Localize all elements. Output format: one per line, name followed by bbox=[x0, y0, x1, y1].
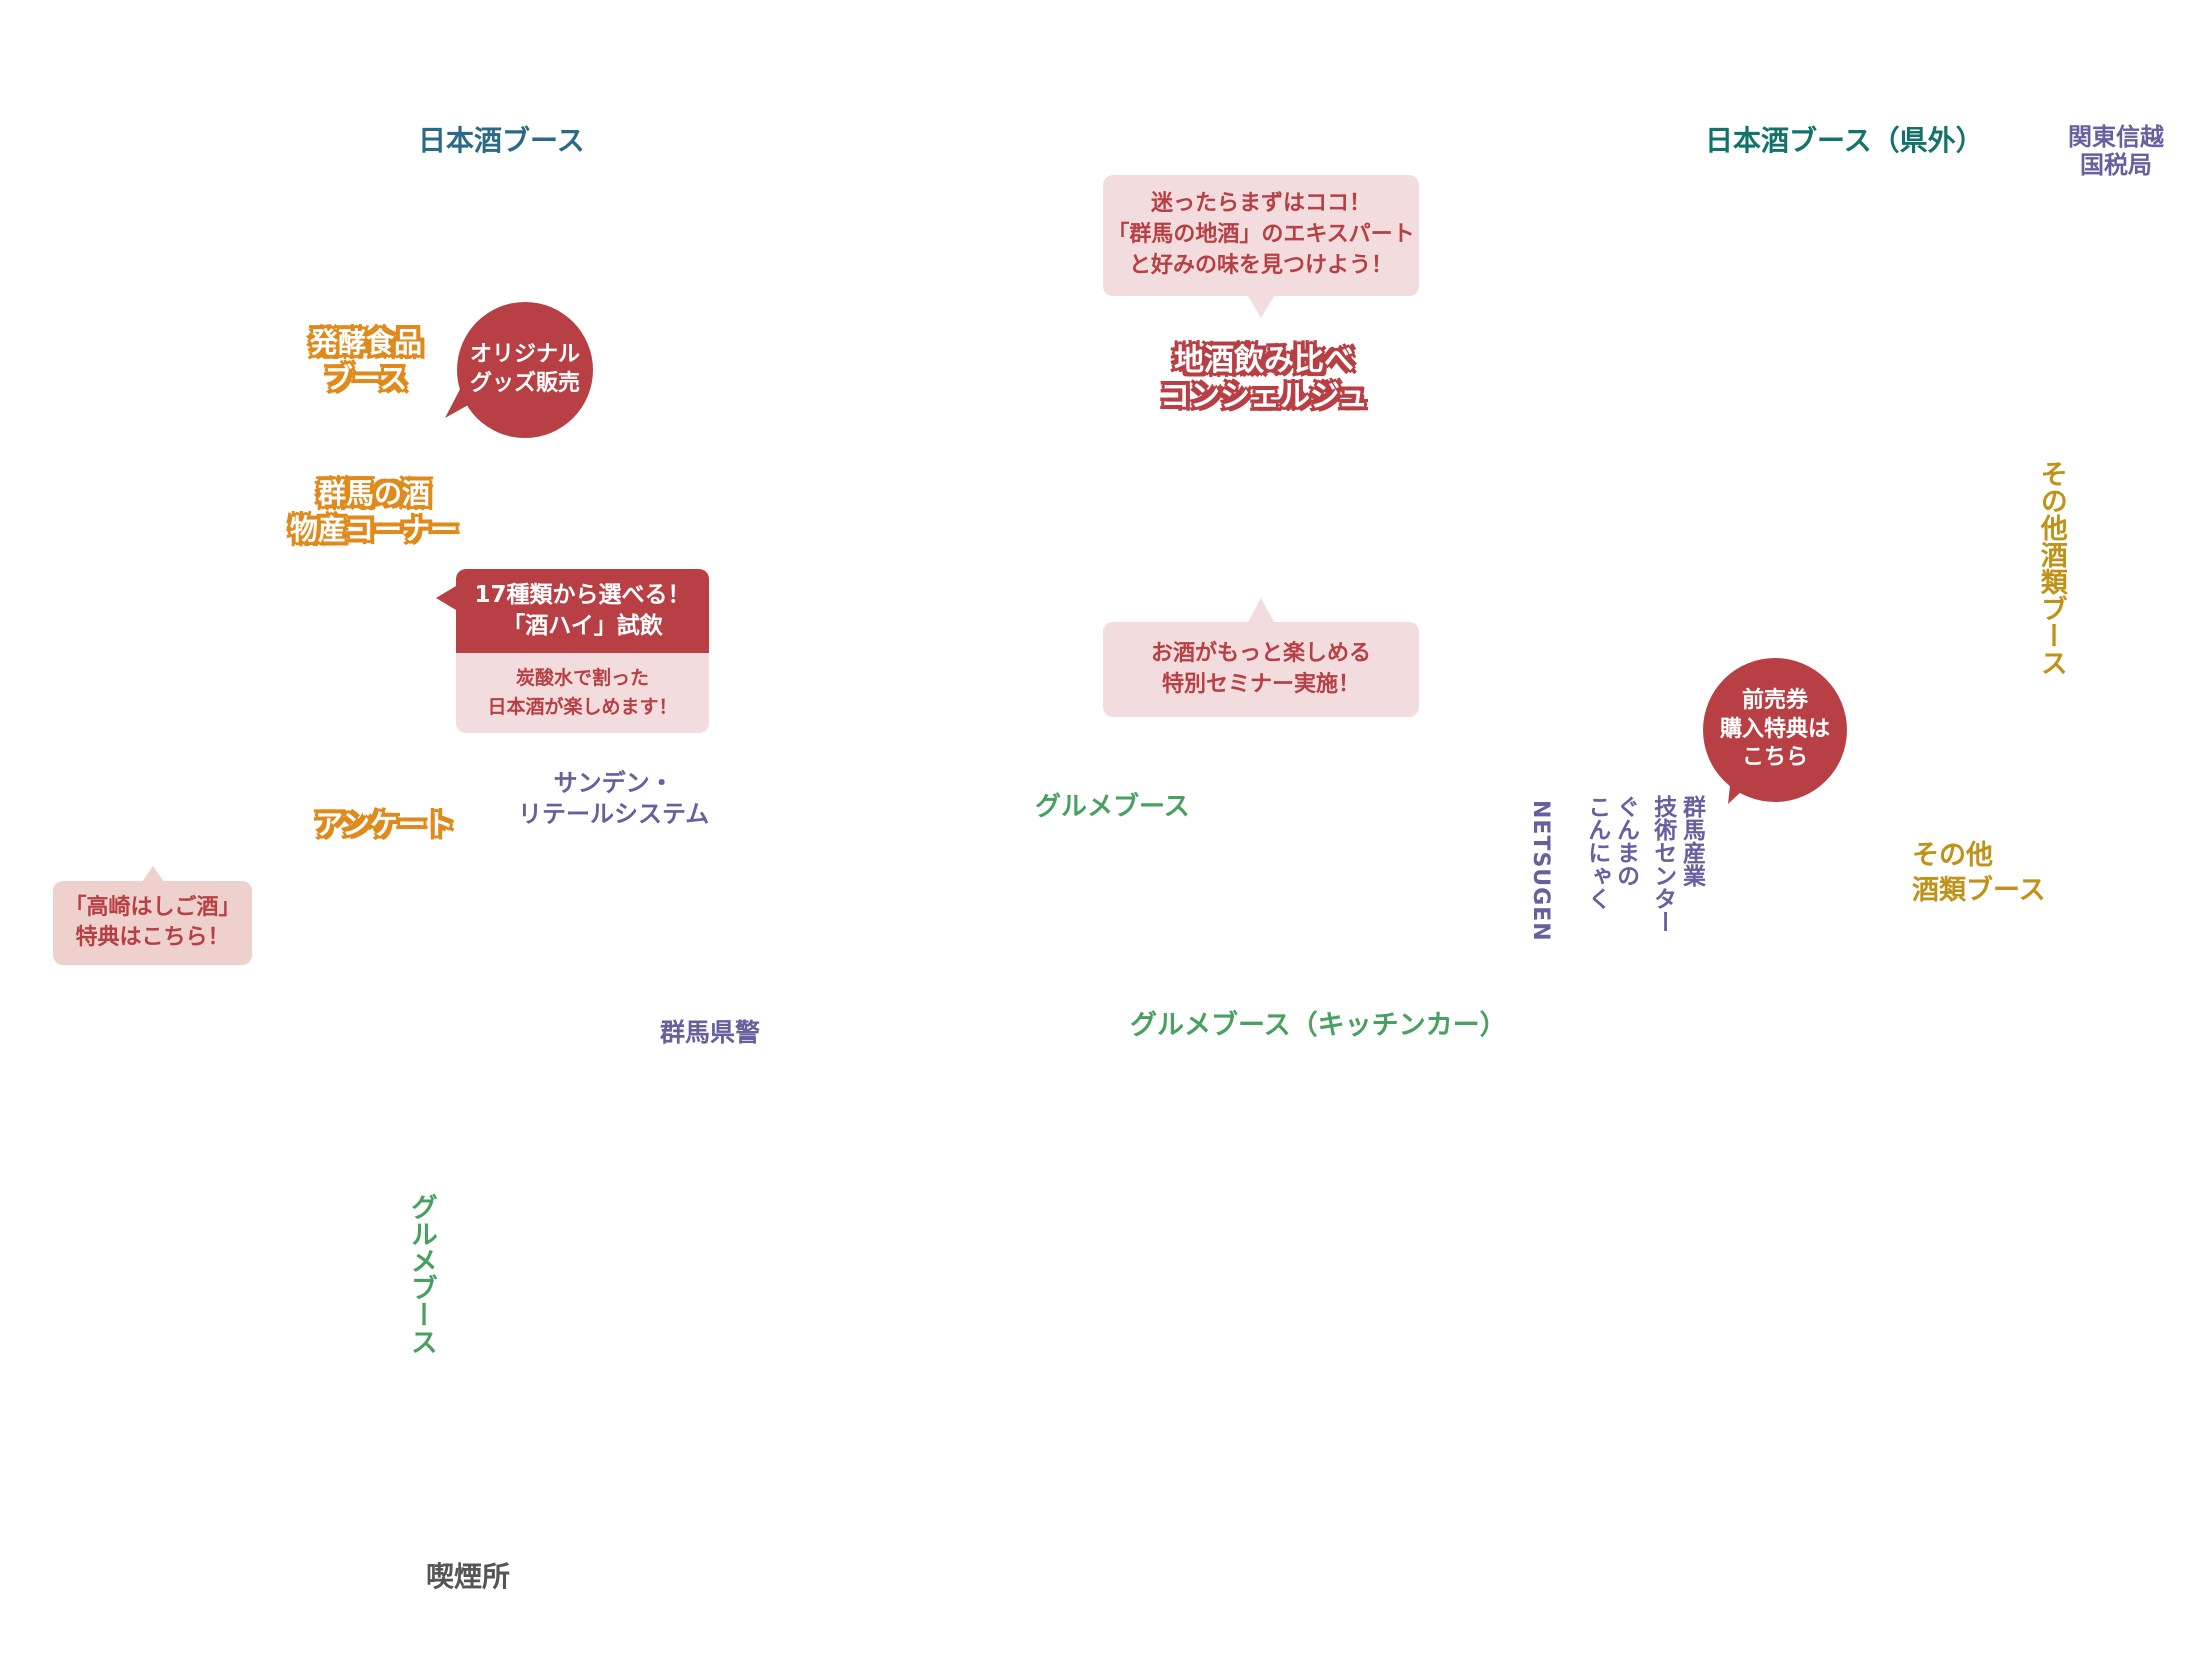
other-liquor-booth-vertical-label: その他酒類ブース bbox=[2035, 460, 2067, 676]
gourmet-booth-center-label: グルメブース bbox=[1035, 792, 1190, 822]
sakehai-desc-line-1: 炭酸水で割った bbox=[515, 666, 649, 689]
gunma-products-line-2: 物産コーナー bbox=[290, 513, 459, 547]
hashigo-bonus-callout: 「高崎はしご酒」 特典はこちら！ bbox=[53, 881, 252, 965]
gunma-products-line-1: 群馬の酒 bbox=[318, 477, 431, 510]
sake-booth-label: 日本酒ブース bbox=[418, 124, 585, 157]
tax-bureau-label: 関東信越 国税局 bbox=[2068, 123, 2164, 179]
gourmet-kitchen-car-label: グルメブース（キッチンカー） bbox=[1130, 1010, 1507, 1041]
sakehai-title-line-1: 17種類から選べる！ bbox=[474, 581, 691, 608]
seminar-line-1: お酒がもっと楽しめる bbox=[1150, 640, 1371, 666]
gunma-police-label: 群馬県警 bbox=[660, 1018, 761, 1047]
concierge-tip-tail bbox=[1248, 296, 1274, 318]
tech-center-line-2: 技術センター bbox=[1649, 795, 1676, 933]
sanden-line-2: リテールシステム bbox=[518, 800, 710, 829]
smoking-area-label: 喫煙所 bbox=[426, 1560, 511, 1593]
sakehai-title-line-2: 「酒ハイ」試飲 bbox=[502, 613, 663, 639]
gunma-konnyaku-label: ぐんまの こんにゃく bbox=[1582, 795, 1640, 910]
hashigo-bonus-line-1: 「高崎はしご酒」 bbox=[64, 895, 241, 921]
concierge-line-1: 地酒飲み比べ bbox=[1173, 343, 1354, 378]
sakehai-callout: 17種類から選べる！ 「酒ハイ」試飲 炭酸水で割った 日本酒が楽しめます！ bbox=[456, 569, 709, 733]
presale-bonus-line-1: 前売券 bbox=[1741, 688, 1808, 714]
original-goods-line-2: グッズ販売 bbox=[469, 371, 580, 396]
gunma-products-corner-label[interactable]: 群馬の酒 物産コーナー bbox=[290, 476, 458, 549]
fermented-food-line-2: ブース bbox=[324, 362, 408, 396]
sanden-line-1: サンデン・ bbox=[553, 769, 674, 797]
konnyaku-line-1: ぐんまの bbox=[1612, 795, 1639, 887]
hashigo-bonus-tail bbox=[142, 866, 164, 882]
concierge-tip-line-2: 「群馬の地酒」のエキスパート bbox=[1107, 222, 1415, 248]
konnyaku-line-2: こんにゃく bbox=[1583, 795, 1610, 910]
tech-center-line-1: 群馬産業 bbox=[1678, 795, 1705, 887]
tax-bureau-line-1: 関東信越 bbox=[2068, 123, 2164, 151]
fermented-food-line-1: 発酵食品 bbox=[310, 326, 423, 359]
other-liquor-line-1: その他 bbox=[1912, 840, 1993, 871]
presale-bonus-line-3: こちら bbox=[1741, 745, 1808, 771]
sakehai-desc-line-2: 日本酒が楽しめます！ bbox=[487, 696, 678, 718]
fermented-food-booth-label[interactable]: 発酵食品 ブース bbox=[310, 325, 422, 398]
seminar-line-2: 特別セミナー実施！ bbox=[1161, 671, 1360, 697]
original-goods-bubble: オリジナル グッズ販売 bbox=[457, 302, 593, 438]
sakehai-description: 炭酸水で割った 日本酒が楽しめます！ bbox=[456, 653, 709, 733]
seminar-tail bbox=[1248, 598, 1274, 622]
concierge-tip-line-1: 迷ったらまずはココ！ bbox=[1150, 191, 1371, 217]
survey-label[interactable]: アンケート bbox=[315, 808, 454, 841]
sake-booth-outside-label: 日本酒ブース（県外） bbox=[1705, 124, 1984, 157]
sakehai-title: 17種類から選べる！ 「酒ハイ」試飲 bbox=[456, 569, 709, 653]
tax-bureau-line-2: 国税局 bbox=[2080, 150, 2152, 179]
hashigo-bonus-line-2: 特典はこちら！ bbox=[75, 925, 230, 950]
concierge-line-2: コンシェルジュ bbox=[1160, 379, 1368, 414]
concierge-label[interactable]: 地酒飲み比べ コンシェルジュ bbox=[1160, 343, 1368, 415]
concierge-tip-callout: 迷ったらまずはココ！ 「群馬の地酒」のエキスパート と好みの味を見つけよう！ bbox=[1103, 175, 1419, 296]
sanden-retail-system-label: サンデン・ リテールシステム bbox=[518, 768, 709, 830]
concierge-tip-line-3: と好みの味を見つけよう！ bbox=[1128, 252, 1393, 278]
seminar-callout: お酒がもっと楽しめる 特別セミナー実施！ bbox=[1103, 622, 1419, 717]
other-liquor-line-2: 酒類ブース bbox=[1912, 875, 2046, 907]
other-liquor-booth-label: その他 酒類ブース bbox=[1912, 838, 2046, 908]
sakehai-tail bbox=[436, 586, 456, 610]
netsugen-label: NETSUGEN bbox=[1528, 800, 1553, 942]
presale-bonus-bubble: 前売券 購入特典は こちら bbox=[1703, 658, 1847, 802]
presale-bonus-line-2: 購入特典は bbox=[1719, 716, 1830, 742]
tech-center-label: 群馬産業 技術センター bbox=[1648, 795, 1706, 933]
original-goods-line-1: オリジナル bbox=[469, 342, 580, 368]
gourmet-booth-left-vertical-label: グルメブース bbox=[405, 1193, 437, 1355]
